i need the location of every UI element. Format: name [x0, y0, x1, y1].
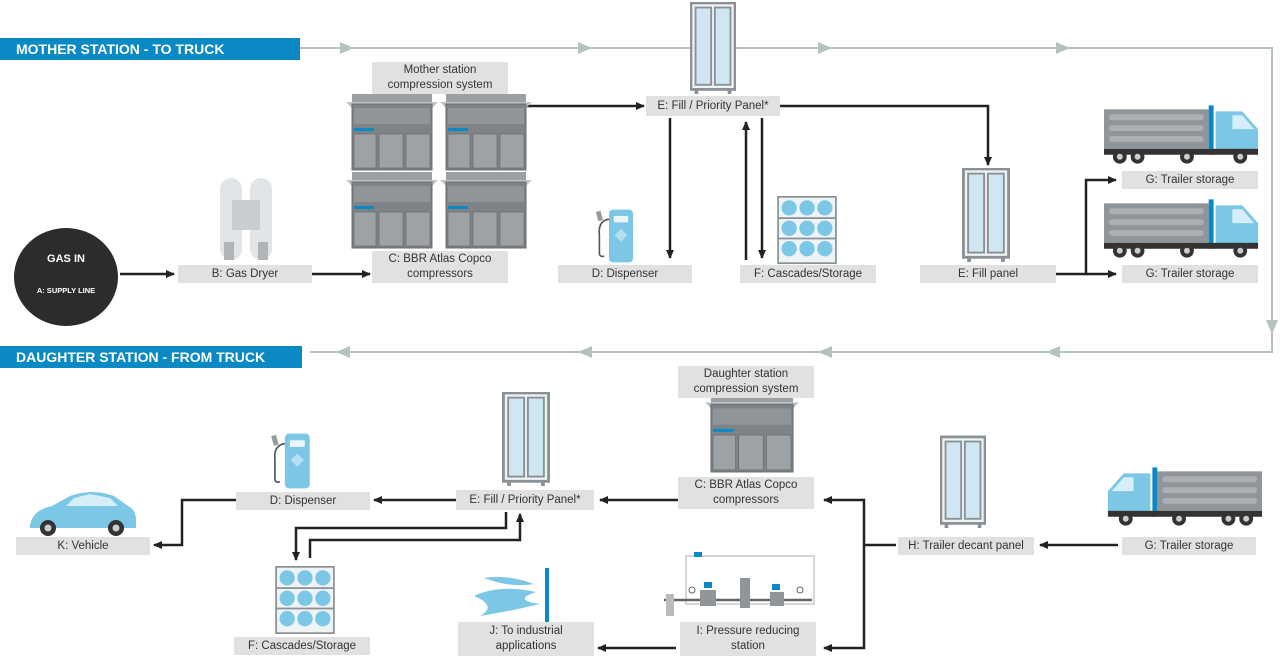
decant-panel-label: H: Trailer decant panel: [898, 537, 1034, 555]
trailer-truck-icon: [1107, 467, 1262, 526]
compressor-icon: [440, 94, 532, 171]
trailer-storage-label-1: G: Trailer storage: [1122, 171, 1258, 189]
compressor-icon: [440, 172, 532, 249]
mother-dispenser-label: D: Dispenser: [558, 265, 692, 283]
pressure-reducing-icon: [664, 552, 815, 616]
mother-compression-header: Mother station compression system: [372, 62, 508, 94]
dispenser-icon: [594, 208, 634, 264]
gas-dryer-icon: [220, 178, 272, 260]
cascade-storage-icon: [777, 196, 837, 264]
dispenser-icon: [270, 432, 311, 490]
priority-panel-cabinet-icon: [502, 392, 550, 486]
trailer-truck-icon: [1104, 199, 1259, 258]
daughter-compressors-label: C: BBR Atlas Copco compressors: [678, 477, 814, 509]
vehicle-label: K: Vehicle: [16, 537, 150, 555]
compressor-icon: [704, 394, 800, 473]
industrial-flame-icon: [474, 568, 549, 622]
daughter-trailer-storage-label: G: Trailer storage: [1122, 537, 1256, 555]
pressure-reducing-label: I: Pressure reducing station: [680, 622, 816, 656]
compressor-icon: [346, 172, 438, 249]
vehicle-car-icon: [30, 492, 136, 536]
daughter-cascades-label: F: Cascades/Storage: [234, 637, 370, 655]
industrial-applications-label: J: To industrial applications: [458, 622, 594, 656]
gas-in-node: GAS IN A: SUPPLY LINE: [14, 228, 118, 326]
mother-priority-panel-label: E: Fill / Priority Panel*: [646, 96, 780, 116]
daughter-priority-panel-label: E: Fill / Priority Panel*: [456, 490, 594, 510]
mother-station-banner: MOTHER STATION - TO TRUCK: [0, 38, 300, 60]
compressor-icon: [346, 94, 438, 171]
fill-panel-cabinet-icon: [962, 168, 1010, 262]
trailer-storage-label-2: G: Trailer storage: [1122, 265, 1258, 283]
gas-dryer-label: B: Gas Dryer: [178, 265, 312, 283]
mother-flow-line: [300, 47, 1273, 353]
mother-compressors-label: C: BBR Atlas Copco compressors: [372, 251, 508, 283]
cascade-storage-icon: [275, 566, 335, 634]
daughter-station-banner: DAUGHTER STATION - FROM TRUCK: [0, 346, 302, 368]
trailer-truck-icon: [1104, 105, 1259, 164]
daughter-compression-header: Daughter station compression system: [678, 366, 814, 398]
supply-line-label: A: SUPPLY LINE: [36, 286, 96, 295]
flow-direction-chevrons: [336, 42, 1278, 358]
decant-panel-cabinet-icon: [940, 435, 986, 530]
daughter-dispenser-label: D: Dispenser: [236, 492, 370, 510]
priority-panel-cabinet-icon: [690, 2, 736, 94]
gas-in-title: GAS IN: [47, 253, 85, 265]
fill-panel-label: E: Fill panel: [920, 265, 1056, 283]
mother-cascades-label: F: Cascades/Storage: [740, 265, 876, 283]
process-arrows: [120, 102, 1118, 652]
